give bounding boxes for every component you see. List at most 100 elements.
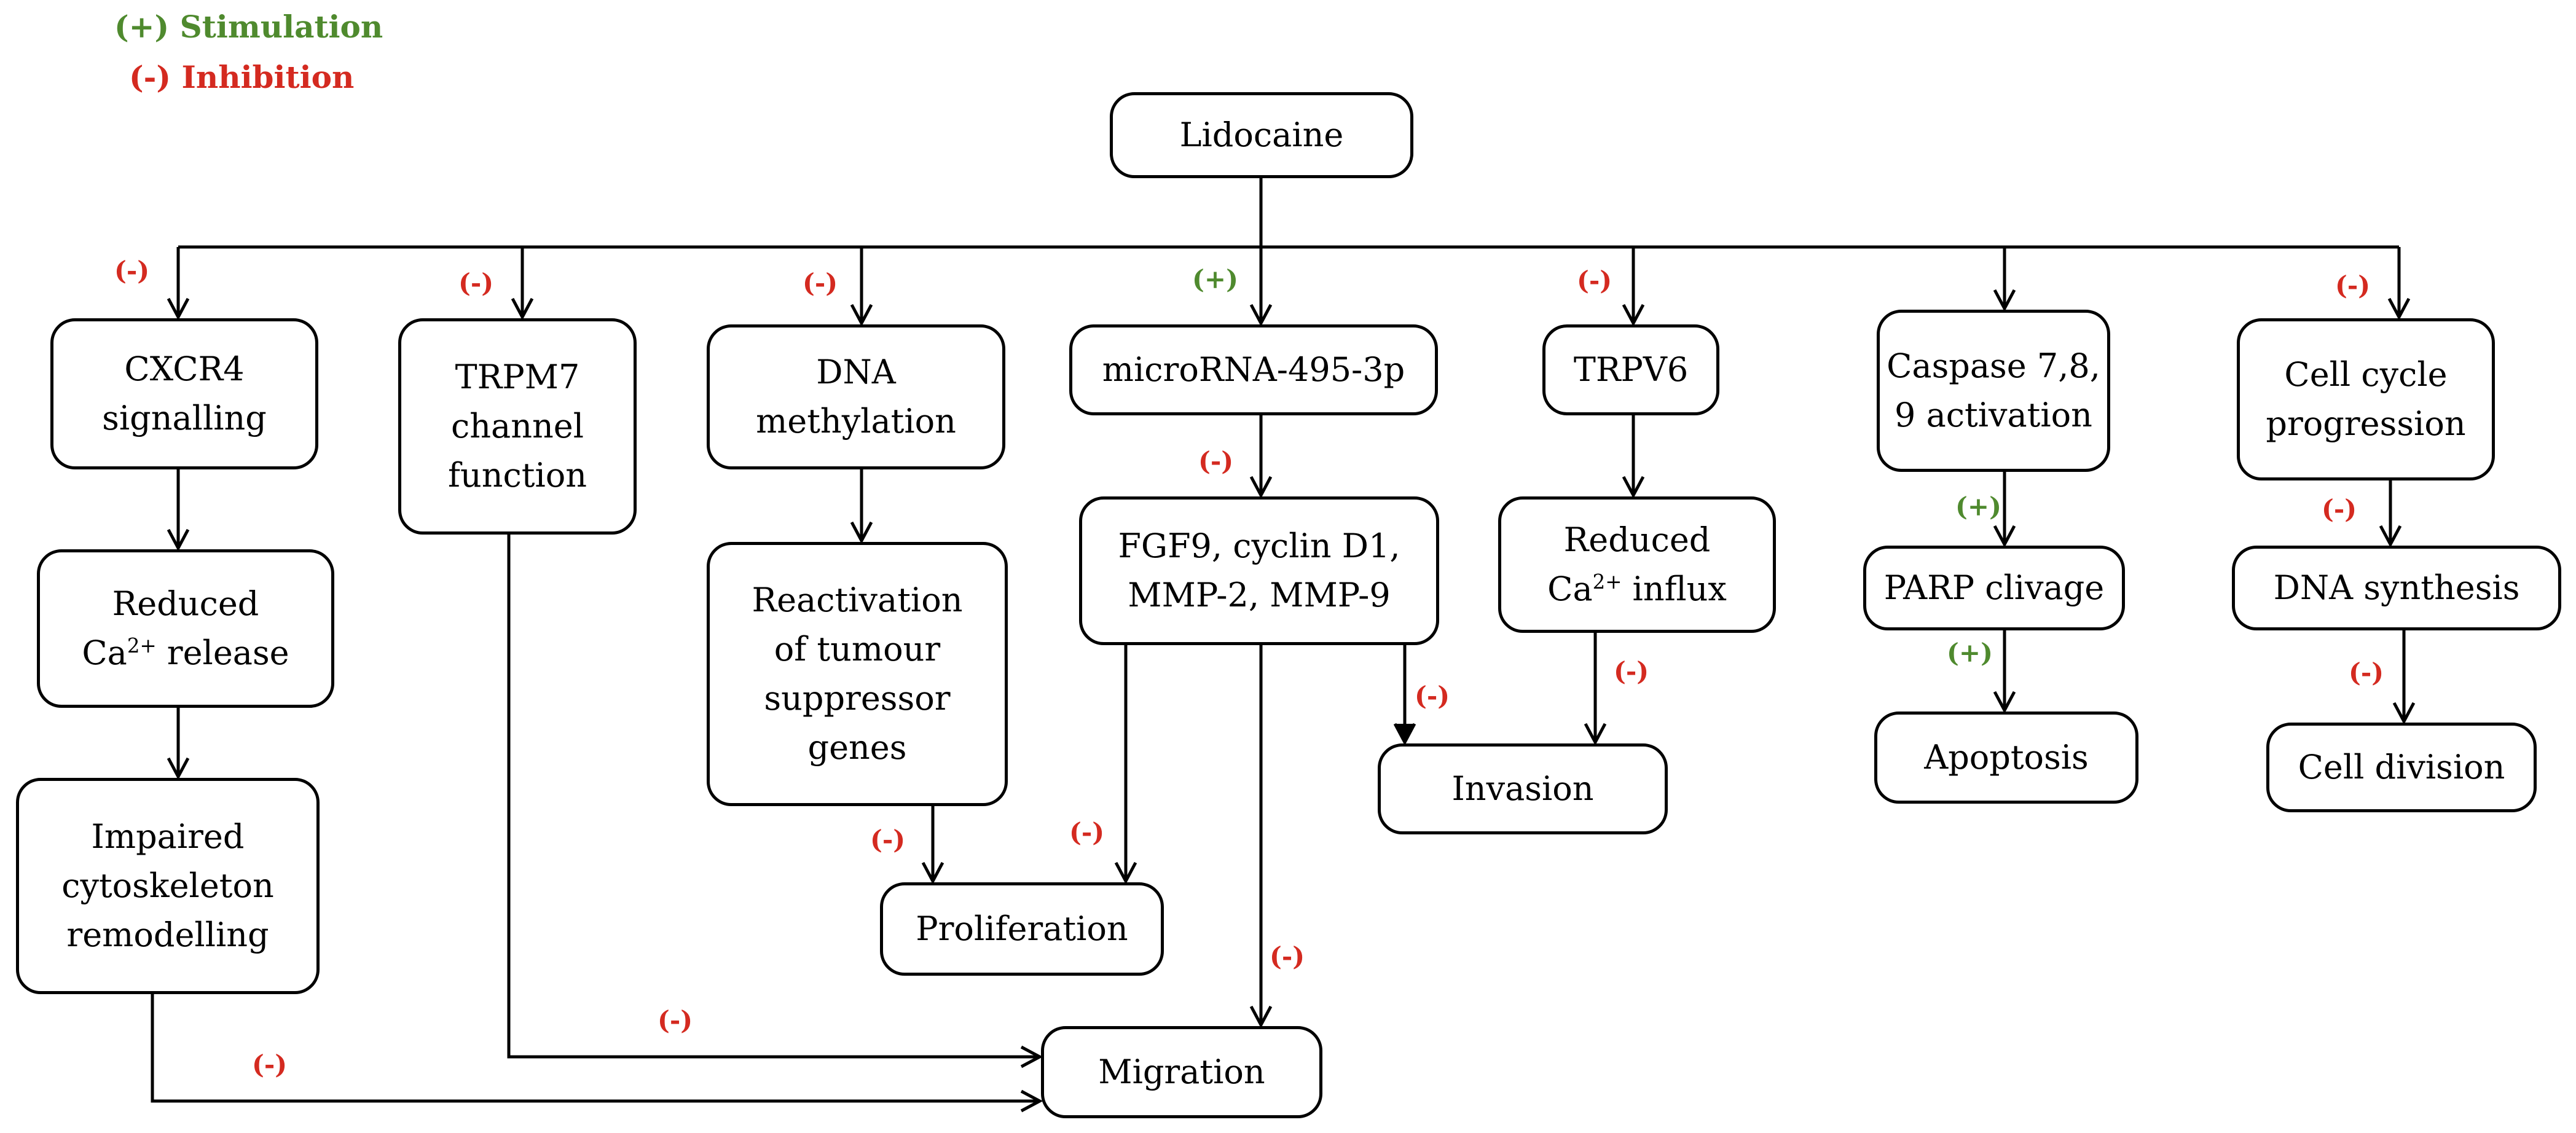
node-line: genes: [807, 727, 907, 767]
node-line: function: [447, 455, 587, 495]
node-text: TRPM7 channel function: [448, 353, 587, 500]
legend-inhibition: (-) Inhibition: [129, 59, 355, 95]
edge-ca-influx-to-invasion-head: [1584, 723, 1607, 746]
node-text: microRNA-495-3p: [1102, 345, 1405, 394]
sign-influx-to-invasion: (-): [1614, 656, 1649, 686]
node-text: Apoptosis: [1924, 733, 2089, 782]
edge-trpm7-to-migration-head: [1020, 1045, 1043, 1068]
sign-fgf9-to-migration: (-): [1270, 941, 1305, 971]
node-proliferation: Proliferation: [880, 882, 1164, 976]
node-text: PARP clivage: [1884, 563, 2105, 613]
sign-dna-synthesis: (-): [2322, 494, 2357, 524]
sign-apoptosis: (+): [1947, 638, 1993, 668]
edge-cell-cycle-to-dna-synthesis-head: [2379, 525, 2402, 548]
edge-ca-release-to-cytoskeleton-head: [167, 757, 190, 780]
node-line: DNA synthesis: [2273, 568, 2520, 608]
node-line: TRPV6: [1573, 350, 1689, 390]
node-line: Caspase 7,8,: [1887, 347, 2100, 386]
node-line: 9 activation: [1895, 396, 2092, 434]
node-line: suppressor: [764, 679, 951, 718]
node-line: Lidocaine: [1179, 116, 1344, 155]
node-text: TRPV6: [1574, 345, 1688, 394]
sign-microrna: (+): [1192, 264, 1238, 294]
edge-cytoskeleton-to-migration: [151, 994, 1040, 1103]
node-line: channel: [450, 407, 584, 446]
node-migration: Migration: [1041, 1026, 1322, 1118]
edge-to-trpm7-head: [511, 297, 534, 321]
node-apoptosis: Apoptosis: [1874, 712, 2138, 804]
node-line: TRPM7: [455, 358, 580, 397]
node-line: Proliferation: [916, 909, 1128, 949]
edge-dna-methylation-to-reactivation-head: [850, 521, 873, 544]
node-text: Caspase 7,8, 9 activation: [1887, 342, 2100, 440]
edge-to-dna-methylation-head: [850, 304, 873, 327]
node-line: signalling: [102, 399, 267, 437]
edge-fgf9-to-proliferation-head: [1114, 861, 1137, 885]
sign-trpm7: (-): [458, 268, 494, 298]
sign-cxcr4: (-): [114, 256, 150, 286]
node-fgf9-cyclin-mmp: FGF9, cyclin D1,MMP-2, MMP-9: [1079, 496, 1439, 645]
edge-microrna-to-fgf9-head: [1249, 476, 1273, 499]
node-line: methylation: [756, 402, 956, 441]
edge-cxcr4-to-ca-release-head: [167, 528, 190, 552]
node-line: CXCR4: [124, 350, 245, 389]
edge-to-caspase-head: [1993, 289, 2016, 312]
sign-trpv6: (-): [1577, 265, 1612, 296]
sign-trpm7-to-migration: (-): [658, 1005, 693, 1035]
node-text: CXCR4 signalling: [102, 345, 267, 443]
node-line: Ca2+ release: [82, 633, 289, 672]
node-text: FGF9, cyclin D1,MMP-2, MMP-9: [1118, 522, 1400, 620]
node-invasion: Invasion: [1378, 743, 1668, 834]
edge-to-trpv6-head: [1622, 304, 1645, 327]
node-line: microRNA-495-3p: [1102, 350, 1405, 390]
edge-cytoskeleton-to-migration-head: [1020, 1089, 1043, 1113]
sign-fgf9-to-invasion: (-): [1415, 681, 1450, 711]
node-line: Migration: [1098, 1053, 1265, 1092]
sign-reactivation-to-proliferation: (-): [870, 825, 906, 855]
node-text: DNA synthesis: [2274, 563, 2520, 613]
sign-cytoskeleton-to-migration: (-): [252, 1049, 288, 1080]
sign-fgf9-to-proliferation: (-): [1069, 817, 1105, 847]
sign-dna-methylation: (-): [803, 268, 838, 298]
node-line: PARP clivage: [1883, 568, 2105, 608]
node-cxcr4-signalling: CXCR4 signalling: [50, 318, 318, 469]
sign-cell-cycle: (-): [2335, 270, 2371, 300]
edge-fgf9-to-migration-head: [1249, 1005, 1273, 1029]
sign-cell-division: (-): [2349, 657, 2384, 688]
edge-to-cxcr4-head: [167, 297, 190, 321]
sign-fgf9: (-): [1198, 446, 1234, 476]
node-parp-clivage: PARP clivage: [1863, 546, 2125, 630]
edge-trpv6-to-ca-influx-head: [1622, 476, 1645, 499]
node-text: Cell division: [2298, 743, 2505, 792]
node-line: Invasion: [1451, 769, 1594, 809]
node-dna-methylation: DNA methylation: [707, 324, 1005, 469]
node-trpm7-channel-function: TRPM7 channel function: [398, 318, 637, 535]
legend-stimulation: (+) Stimulation: [114, 9, 383, 45]
node-line: cytoskeleton: [61, 866, 274, 906]
node-cell-division: Cell division: [2266, 723, 2537, 812]
node-text: Lidocaine: [1180, 111, 1344, 160]
edge-to-microrna-head: [1249, 304, 1273, 327]
edge-reactivation-to-proliferation-head: [921, 861, 944, 885]
node-line: DNA: [816, 353, 896, 392]
sign-parp: (+): [1955, 492, 2001, 522]
node-dna-synthesis: DNA synthesis: [2232, 546, 2561, 630]
node-microrna-495-3p: microRNA-495-3p: [1069, 324, 1438, 415]
edge-parp-to-apoptosis-head: [1993, 691, 2016, 714]
node-line: MMP-2, MMP-9: [1128, 576, 1391, 614]
node-line: Cell division: [2298, 748, 2505, 787]
node-line: Ca2+ influx: [1547, 570, 1727, 608]
node-text: Proliferation: [916, 904, 1128, 954]
node-line: of tumour: [774, 630, 941, 669]
